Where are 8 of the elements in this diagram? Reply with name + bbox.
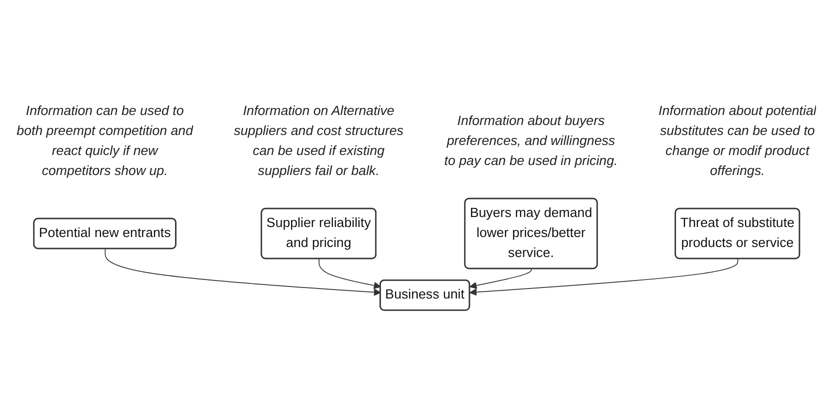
node-label: Information about buyers preferences, and willingness to pay can be used in pricing. <box>444 114 618 169</box>
node-label: Information on Alternative suppliers and cost structures can be used if existing suppliers fail or balk. <box>234 104 404 179</box>
arrow <box>318 258 381 290</box>
node-label: Information can be used to both preempt competition and react quicly if new competitors show up. <box>16 104 194 179</box>
arrow <box>470 268 532 290</box>
node-label: Information about potential substitutes can be used to change or modif product offerings. <box>658 104 816 179</box>
arrow <box>470 258 738 296</box>
arrow <box>104 248 381 296</box>
